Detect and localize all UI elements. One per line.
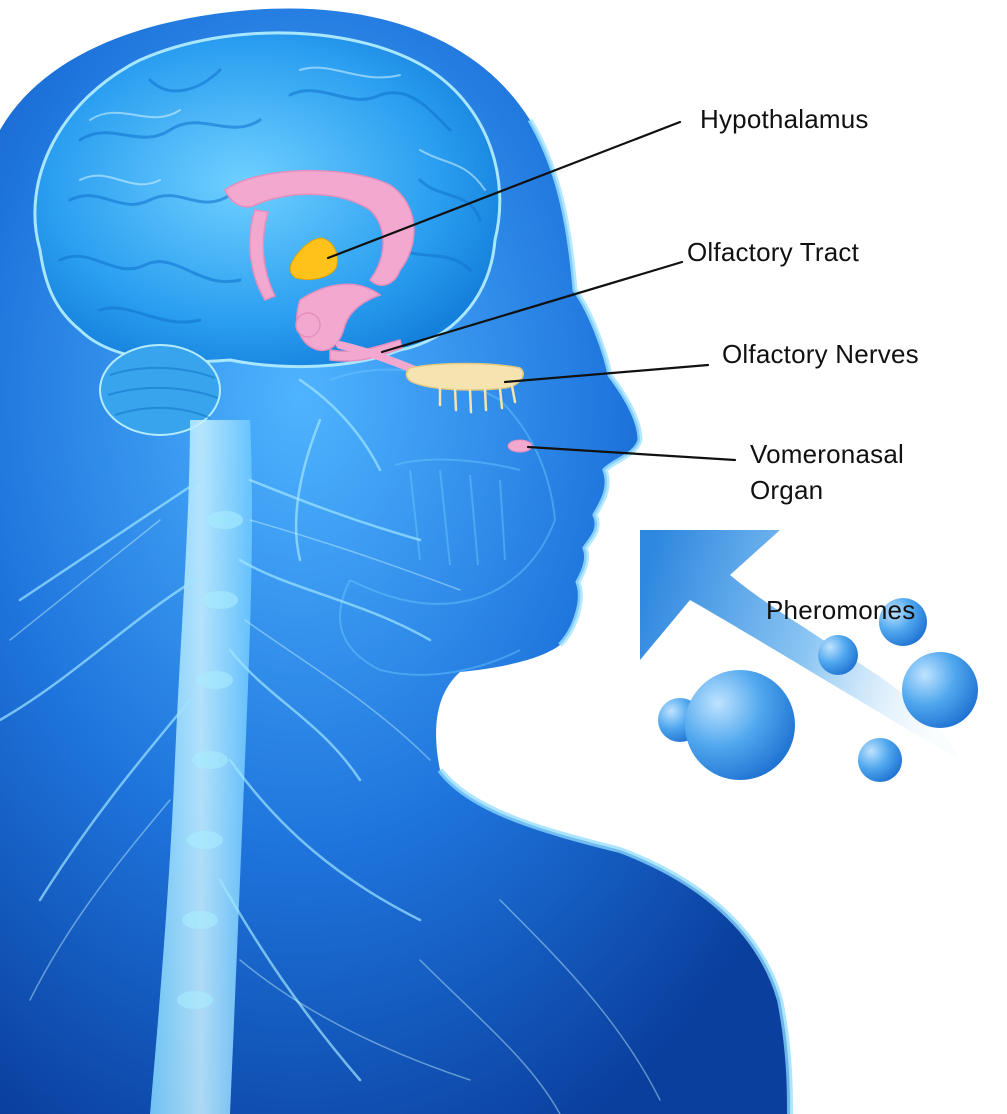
label-hypothalamus: Hypothalamus — [700, 103, 869, 135]
label-vomeronasal-line1: Vomeronasal — [750, 438, 904, 470]
pheromone-bubble-icon — [902, 652, 978, 728]
pheromone-bubble-icon — [818, 635, 858, 675]
label-pheromones: Pheromones — [766, 594, 915, 626]
label-olfactory-tract: Olfactory Tract — [687, 236, 859, 268]
pheromone-bubble-icon — [685, 670, 795, 780]
label-olfactory-nerves: Olfactory Nerves — [722, 338, 919, 370]
label-vomeronasal-line2: Organ — [750, 474, 823, 506]
olfactory-bulb — [406, 364, 523, 391]
pheromone-bubble-icon — [858, 738, 902, 782]
